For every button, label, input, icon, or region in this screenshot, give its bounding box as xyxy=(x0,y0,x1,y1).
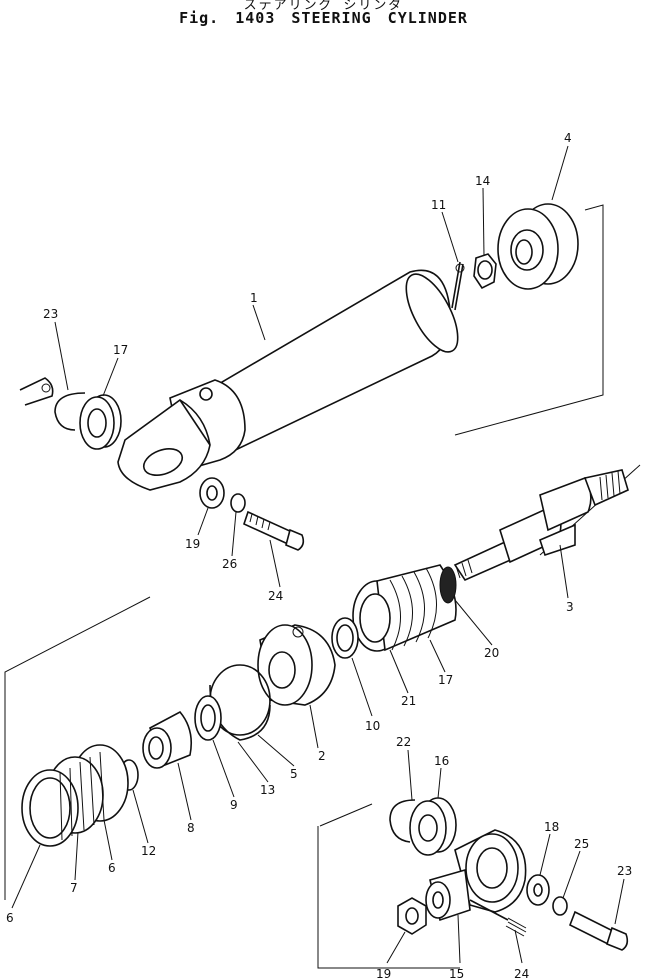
callout-21: 21 xyxy=(401,694,416,708)
callout-16: 16 xyxy=(434,754,449,768)
callout-8: 8 xyxy=(187,821,195,835)
nut-19-lower xyxy=(397,897,427,935)
callout-1: 1 xyxy=(250,291,258,305)
piston-2 xyxy=(257,624,336,706)
callout-10: 10 xyxy=(365,719,380,733)
washer-26 xyxy=(230,493,246,513)
bellows-boot xyxy=(352,564,457,652)
callout-14: 14 xyxy=(475,174,490,188)
bushing-16 xyxy=(389,797,457,856)
callout-15: 15 xyxy=(449,967,464,980)
callout-24-lower: 24 xyxy=(514,967,529,980)
callout-19-upper: 19 xyxy=(185,537,200,551)
leader-lines xyxy=(11,145,625,964)
bolt-23-lower xyxy=(568,910,629,951)
callout-24-upper: 24 xyxy=(268,589,283,603)
callout-11: 11 xyxy=(431,198,446,212)
callout-26: 26 xyxy=(222,557,237,571)
callout-13: 13 xyxy=(260,783,275,797)
callout-25: 25 xyxy=(574,837,589,851)
callout-20: 20 xyxy=(484,646,499,660)
callout-4: 4 xyxy=(564,131,572,145)
cylinder-tube xyxy=(117,269,459,491)
collar-8 xyxy=(142,710,193,769)
callout-7: 7 xyxy=(70,881,78,895)
gland-head xyxy=(497,203,579,290)
bushing-17-upper xyxy=(79,394,122,450)
spacer-19-upper xyxy=(199,477,225,509)
callout-23-upper: 23 xyxy=(43,307,58,321)
callout-5: 5 xyxy=(290,767,298,781)
snap-ring-23-upper xyxy=(19,377,86,431)
callout-17-upper: 17 xyxy=(113,343,128,357)
bolt-24-upper xyxy=(243,510,305,551)
callout-3: 3 xyxy=(566,600,574,614)
callout-6-outer: 6 xyxy=(6,911,14,925)
callout-6-inner: 6 xyxy=(108,861,116,875)
ring-25 xyxy=(552,896,568,916)
cotter-pin-11 xyxy=(451,261,465,311)
wear-rings-6-7 xyxy=(21,744,129,847)
callout-22: 22 xyxy=(396,735,411,749)
nut-14 xyxy=(473,253,497,290)
ring-9 xyxy=(194,695,222,741)
spacer-18 xyxy=(526,874,550,906)
japanese-title: ステアリング シリンダ xyxy=(243,0,404,13)
figure-title: Fig. 1403 STEERING CYLINDER xyxy=(179,9,468,27)
callout-18: 18 xyxy=(544,820,559,834)
rod-end-15 xyxy=(425,829,527,922)
callout-12: 12 xyxy=(141,844,156,858)
callout-23-lower: 23 xyxy=(617,864,632,878)
ring-10 xyxy=(331,617,359,659)
callout-9: 9 xyxy=(230,798,238,812)
callout-17-lower: 17 xyxy=(438,673,453,687)
piston-rod-3 xyxy=(453,469,629,582)
callout-19-lower: 19 xyxy=(376,967,391,980)
callout-2: 2 xyxy=(318,749,326,763)
